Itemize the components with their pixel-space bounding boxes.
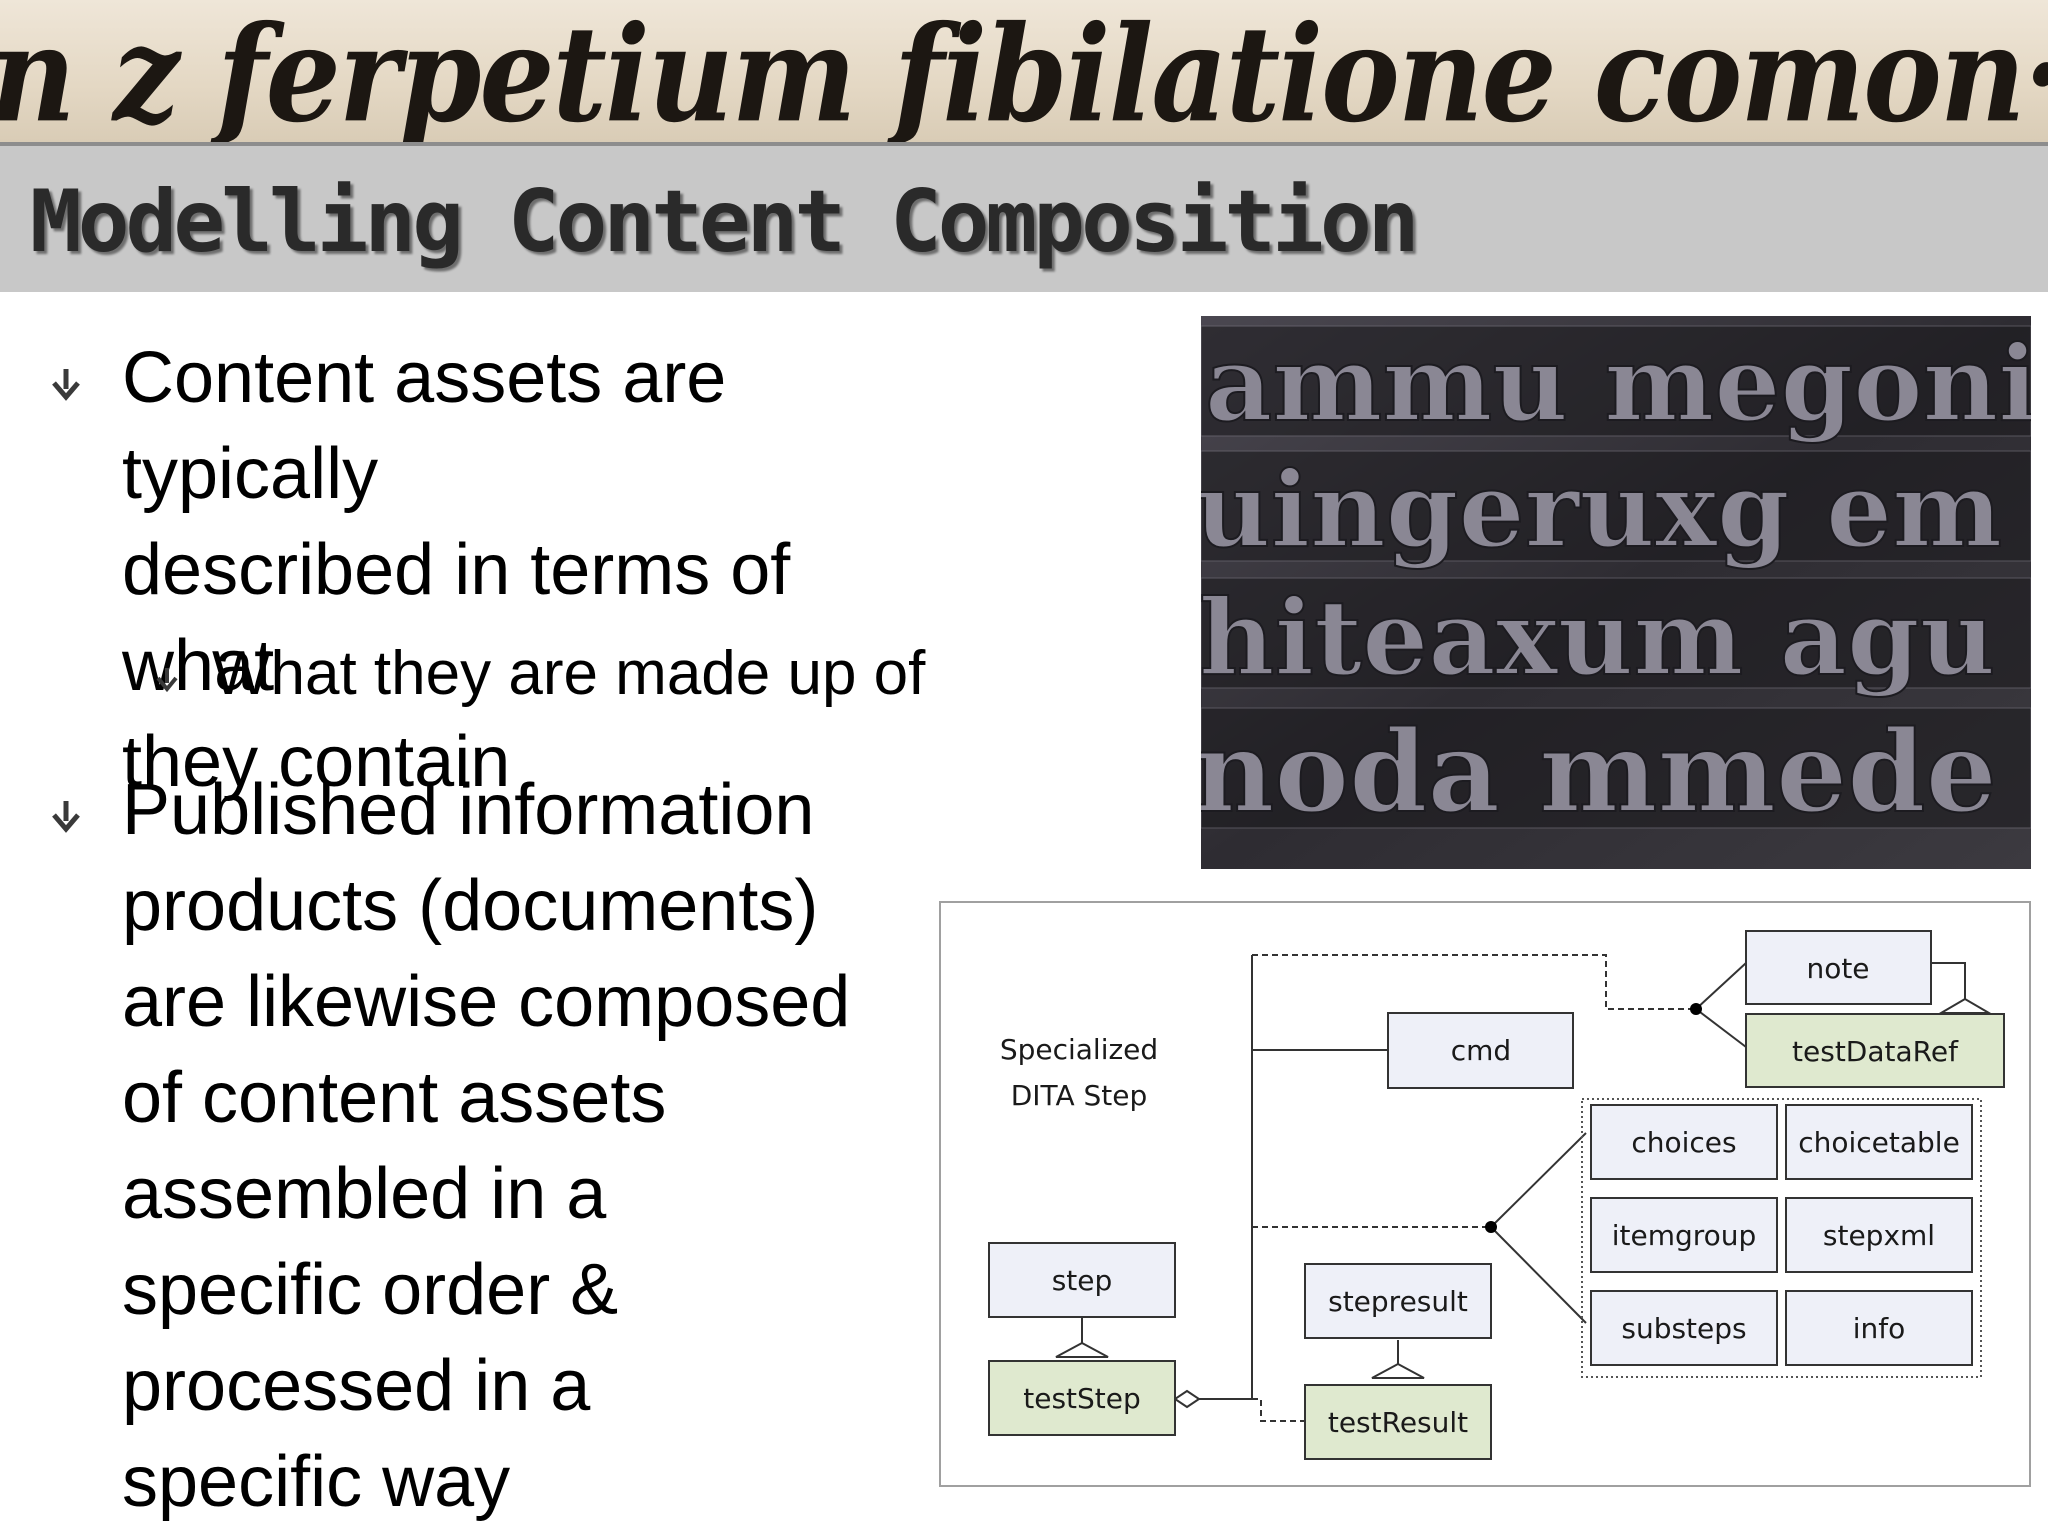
bullet-line: specific order &	[122, 1250, 619, 1330]
node-stepxml: stepxml	[1823, 1219, 1935, 1252]
page-title: Modelling Content Composition	[30, 172, 1420, 272]
metal-type-illustration: ammu megonis uingeruxg em hiteaxum agu n…	[1201, 316, 2031, 869]
diagram-label-line: DITA Step	[1011, 1079, 1148, 1112]
inheritance-triangle	[1055, 1341, 1109, 1358]
node-box	[1785, 1104, 1973, 1180]
bullet-2-text: Published information products (document…	[122, 762, 962, 1530]
sub-bullet-1-text: What they are made up of	[212, 639, 926, 708]
node-box	[1590, 1197, 1778, 1273]
bullet-line: Published information	[122, 770, 815, 850]
type-row: hiteaxum agu	[1201, 576, 1995, 699]
junction-dot	[1485, 1221, 1497, 1233]
aggregation-diamond	[1173, 1389, 1201, 1409]
dita-step-diagram: Specialized DITA Step	[939, 901, 2031, 1487]
bullet-line: described in terms of what	[122, 530, 791, 706]
node-choices: choices	[1631, 1126, 1736, 1159]
node-box	[1304, 1263, 1492, 1339]
inheritance-triangle	[1371, 1362, 1425, 1379]
node-box	[1785, 1290, 1973, 1366]
node-substeps: substeps	[1621, 1312, 1746, 1345]
node-stepresult: stepresult	[1328, 1285, 1468, 1318]
node-box	[988, 1360, 1176, 1436]
bullet-line: processed in a	[122, 1346, 591, 1426]
bullet-line: they contain	[122, 722, 511, 802]
node-box	[1304, 1384, 1492, 1460]
node-teststep: testStep	[1023, 1382, 1141, 1415]
bullet-arrow-icon	[52, 801, 80, 833]
type-row: ammu megonis	[1205, 322, 2031, 445]
node-step: step	[1052, 1264, 1113, 1297]
node-box	[1590, 1290, 1778, 1366]
choice-group-container	[1581, 1098, 1982, 1378]
node-testresult: testResult	[1328, 1406, 1468, 1439]
bullet-line: Content assets are typically	[122, 338, 727, 514]
node-box	[988, 1242, 1176, 1318]
bullet-line: are likewise composed	[122, 962, 851, 1042]
node-box	[1387, 1012, 1574, 1089]
title-bar: Modelling Content Composition	[0, 142, 2048, 292]
metal-type-photo: ammu megonis uingeruxg em hiteaxum agu n…	[1201, 316, 2031, 869]
junction-dot	[1690, 1003, 1702, 1015]
banner-blackletter-text: n z ferpetium fibilatione comon·	[0, 0, 2048, 142]
node-info: info	[1853, 1312, 1906, 1345]
node-box	[1785, 1197, 1973, 1273]
node-itemgroup: itemgroup	[1612, 1219, 1757, 1252]
inheritance-triangle	[1937, 997, 1993, 1014]
bullet-line: assembled in a	[122, 1154, 607, 1234]
bullet-line: of content assets	[122, 1058, 667, 1138]
node-choicetable: choicetable	[1798, 1126, 1960, 1159]
type-row: noda mmede	[1201, 707, 1997, 838]
decorative-banner: n z ferpetium fibilatione comon·	[0, 0, 2048, 142]
node-box	[1745, 1013, 2005, 1088]
node-testdataref: testDataRef	[1792, 1035, 1959, 1068]
type-row: uingeruxg em	[1201, 448, 2002, 571]
diagram-connectors	[1081, 954, 1966, 1422]
bullet-line: products (documents)	[122, 866, 819, 946]
node-box	[1590, 1104, 1778, 1180]
bullet-arrow-icon	[52, 369, 80, 401]
node-cmd: cmd	[1451, 1034, 1511, 1067]
bullet-line: specific way	[122, 1442, 511, 1522]
node-box	[1745, 930, 1932, 1005]
node-note: note	[1806, 952, 1869, 985]
bullet-1-text: Content assets are typically described i…	[122, 330, 962, 810]
sub-bullet-arrow-icon	[156, 668, 178, 693]
diagram-label-line: Specialized	[1000, 1033, 1158, 1066]
